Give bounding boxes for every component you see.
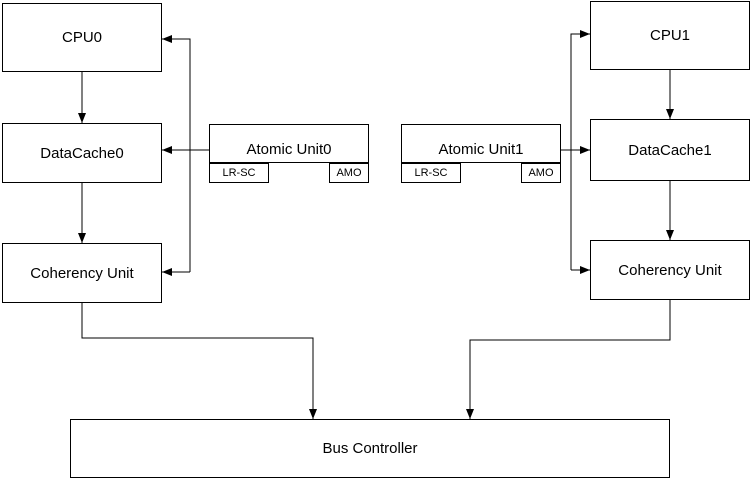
node-atomic-unit1-lrsc-label: LR-SC [414,166,448,179]
node-atomic-unit0-lrsc-label: LR-SC [222,166,256,179]
node-atomic-unit1-amo: AMO [521,163,561,183]
node-coherency-unit-left-label: Coherency Unit [30,264,134,282]
edge-atomic1-to-cpu1 [570,30,590,270]
node-datacache1: DataCache1 [590,119,750,181]
node-atomic-unit0-lrsc: LR-SC [209,163,269,183]
node-atomic-unit0-label: Atomic Unit0 [246,141,332,158]
node-atomic-unit0: Atomic Unit0 [209,124,369,163]
edge-atomic0-to-cpu0 [162,35,191,272]
node-atomic-unit1-label: Atomic Unit1 [438,141,524,158]
node-cpu1-label: CPU1 [649,27,690,44]
edge-coherency0-to-bus [81,303,317,419]
node-cpu0: CPU0 [2,3,162,72]
node-atomic-unit1: Atomic Unit1 [401,124,561,163]
node-atomic-unit1-amo-label: AMO [528,166,554,179]
node-datacache1-label: DataCache1 [628,141,712,159]
node-coherency-unit-left: Coherency Unit [2,243,162,303]
node-bus-controller: Bus Controller [70,419,670,478]
node-atomic-unit0-amo: AMO [329,163,369,183]
edge-coherency1-to-bus [466,300,671,419]
node-atomic-unit1-lrsc: LR-SC [401,163,461,183]
node-cpu1: CPU1 [590,1,750,70]
node-atomic-unit0-amo-label: AMO [336,166,362,179]
node-coherency-unit-right: Coherency Unit [590,240,750,300]
node-datacache0: DataCache0 [2,123,162,183]
node-coherency-unit-right-label: Coherency Unit [618,261,722,279]
node-cpu0-label: CPU0 [61,29,102,46]
node-bus-controller-label: Bus Controller [322,440,418,457]
node-datacache0-label: DataCache0 [40,144,124,162]
